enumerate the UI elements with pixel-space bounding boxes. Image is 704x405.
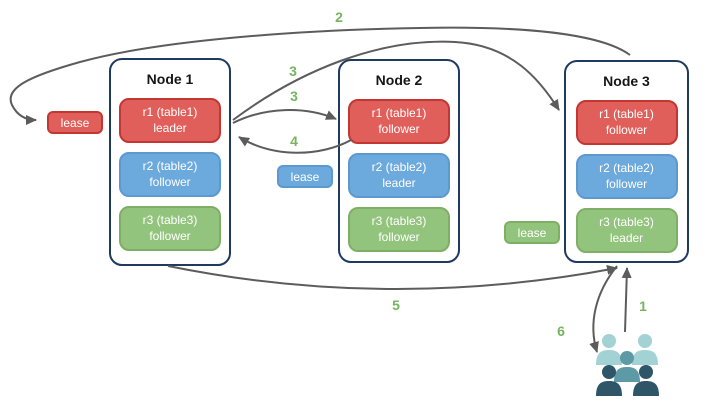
replica-r1-node3: r1 (table1) follower [575,100,678,145]
arrow-6-node3-to-users [589,265,618,353]
lease-badge-green: lease [504,221,560,244]
replica-name: r3 (table3) [599,214,654,229]
node-title: Node 2 [375,72,423,88]
replica-name: r2 (table2) [599,160,654,175]
replica-role: leader [382,175,416,190]
replica-role: follower [378,121,420,136]
node-title: Node 1 [146,71,194,87]
replica-role: follower [378,229,420,244]
replica-role: leader [153,120,187,135]
replica-role: follower [605,122,648,137]
replica-role: follower [149,174,191,189]
user-figure-light-right [632,334,658,365]
replica-name: r1 (table1) [599,106,654,121]
arrow-5-node1-to-node3 [167,264,618,290]
step-label-3b: 3 [290,88,298,104]
step-label-6: 6 [557,323,565,339]
replica-name: r3 (table3) [142,212,198,227]
user-figure-medium-center [614,351,640,382]
user-figure-dark-left [596,365,622,396]
step-label-3a: 3 [289,63,297,79]
replica-r2-node1: r2 (table2) follower [119,152,221,197]
lease-badge-red: lease [47,111,103,134]
replica-name: r2 (table2) [142,158,198,173]
replica-r2-node2: r2 (table2) leader [348,153,450,198]
replica-r1-node1: r1 (table1) leader [119,98,221,143]
user-figure-light-left [596,334,622,365]
replica-role: follower [605,176,648,191]
replica-role: follower [149,228,191,243]
user-figure-dark-right [633,365,659,396]
users-icon [596,334,659,396]
arrow-2-node3-to-lease1 [9,26,631,125]
replica-name: r3 (table3) [371,213,427,228]
node-2: Node 2 r1 (table1) follower r2 (table2) … [338,59,460,263]
replica-role: leader [609,230,644,245]
step-label-4: 4 [290,133,298,149]
step-label-5: 5 [392,297,400,313]
replica-r2-node3: r2 (table2) follower [575,154,678,199]
replica-name: r2 (table2) [371,159,427,174]
replica-name: r1 (table1) [142,104,198,119]
node-title: Node 3 [603,73,650,89]
replica-r1-node2: r1 (table1) follower [348,99,450,144]
node-3: Node 3 r1 (table1) follower r2 (table2) … [564,60,689,263]
arrow-1-users-to-node3 [621,267,632,333]
replica-r3-node3: r3 (table3) leader [575,208,678,253]
replica-r3-node2: r3 (table3) follower [348,207,450,252]
replica-name: r1 (table1) [371,105,427,120]
step-label-1: 1 [639,298,647,314]
arrow-3-leader-to-node2 [232,109,337,124]
node-1: Node 1 r1 (table1) leader r2 (table2) fo… [109,58,231,266]
replica-r3-node1: r3 (table3) follower [119,206,221,251]
step-label-2: 2 [335,9,343,25]
lease-badge-blue: lease [277,165,333,188]
